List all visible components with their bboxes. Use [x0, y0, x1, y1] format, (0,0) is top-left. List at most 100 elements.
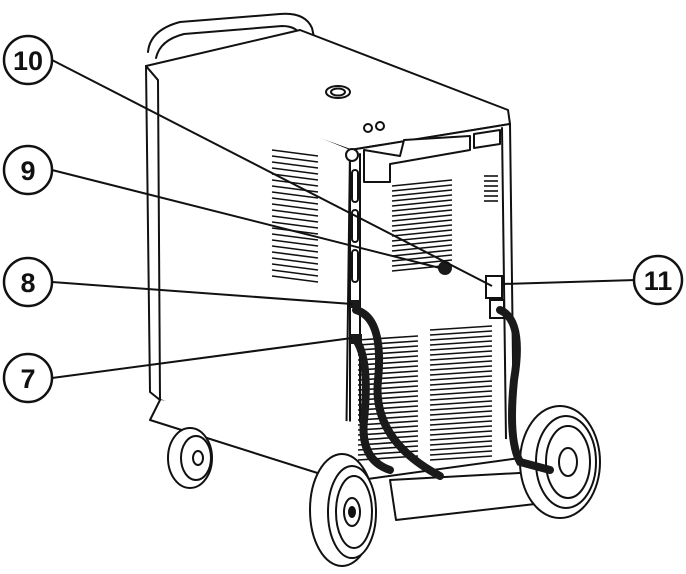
- vent-slat: [391, 244, 453, 252]
- vent-slat: [391, 204, 453, 212]
- vent-slat: [429, 360, 493, 366]
- lower-right-vent: [429, 325, 493, 461]
- leader-10: [51, 59, 493, 287]
- vent-slat: [429, 325, 493, 331]
- callout-11: 11: [632, 254, 684, 306]
- connector-8: [350, 300, 360, 308]
- rear-small-wheel: [167, 427, 213, 489]
- vent-slat: [391, 184, 453, 192]
- connector-9: [438, 261, 452, 275]
- callout-10: 10: [2, 34, 54, 86]
- vent-slat: [429, 335, 493, 341]
- vent-slat: [271, 155, 319, 163]
- vent-slat: [357, 335, 419, 341]
- vent-slat: [271, 275, 319, 283]
- vent-slat: [271, 197, 319, 205]
- top-handle: [147, 12, 317, 53]
- vent-slat: [429, 455, 493, 461]
- vent-slat: [391, 224, 453, 232]
- vent-slat: [271, 191, 319, 199]
- vent-slat: [271, 215, 319, 223]
- vent-slat: [271, 203, 319, 211]
- vent-slat: [271, 209, 319, 217]
- small-vent: [484, 175, 498, 202]
- vent-slat: [429, 420, 493, 426]
- leader-lines: [51, 59, 637, 379]
- leader-11: [501, 279, 637, 285]
- vent-slat: [271, 149, 319, 157]
- vent-slat: [429, 410, 493, 416]
- front-left-wheel: [309, 453, 377, 567]
- vent-slat: [429, 395, 493, 401]
- vent-slat: [357, 350, 419, 356]
- vent-slat: [429, 425, 493, 431]
- wheels: [167, 405, 601, 567]
- panel-slot: [351, 169, 359, 203]
- vent-slat: [271, 221, 319, 229]
- vent-slat: [271, 179, 319, 187]
- vent-slat: [429, 370, 493, 376]
- callout-9: 9: [2, 144, 54, 196]
- vent-slat: [357, 340, 419, 346]
- callouts: 10 9 8 7 11: [2, 34, 684, 404]
- vent-slat: [271, 251, 319, 259]
- vent-slat: [391, 209, 453, 217]
- vent-slat: [271, 233, 319, 241]
- callout-9-label: 9: [20, 156, 35, 186]
- vent-slat: [429, 415, 493, 421]
- hose-11: [496, 306, 554, 474]
- vent-slat: [357, 355, 419, 361]
- vent-slat: [429, 435, 493, 441]
- vent-slat: [391, 189, 453, 197]
- vent-slat: [429, 330, 493, 336]
- vent-grilles: [271, 149, 498, 461]
- vent-slat: [271, 269, 319, 277]
- vent-slat: [271, 161, 319, 169]
- callout-8: 8: [2, 256, 54, 308]
- callout-8-label: 8: [20, 268, 35, 298]
- leader-7: [51, 337, 353, 379]
- vent-slat: [429, 345, 493, 351]
- vent-slat: [271, 263, 319, 271]
- vent-slat: [357, 345, 419, 351]
- front-right-wheel: [519, 405, 601, 519]
- vent-slat: [271, 185, 319, 193]
- vent-slat: [429, 355, 493, 361]
- vent-slat: [391, 239, 453, 247]
- vent-slat: [429, 365, 493, 371]
- vent-slat: [271, 239, 319, 247]
- vent-slat: [391, 199, 453, 207]
- vent-slat: [391, 194, 453, 202]
- vent-slat: [429, 445, 493, 451]
- callout-7: 7: [2, 352, 54, 404]
- vent-slat: [271, 167, 319, 175]
- vent-slat: [429, 430, 493, 436]
- vent-slat: [391, 229, 453, 237]
- vent-slat: [391, 179, 453, 187]
- vent-slat: [429, 340, 493, 346]
- leader-9: [51, 169, 441, 269]
- hoses: [352, 306, 554, 480]
- vent-slat: [429, 350, 493, 356]
- vent-slat: [391, 249, 453, 257]
- connector-11: [485, 275, 503, 299]
- vent-slat: [429, 390, 493, 396]
- vent-slat: [391, 219, 453, 227]
- vent-slat: [429, 385, 493, 391]
- vent-slat: [429, 380, 493, 386]
- hose-8: [352, 306, 444, 480]
- rear-bracket: [363, 135, 471, 183]
- hose-7: [352, 336, 394, 474]
- vent-slat: [271, 257, 319, 265]
- callout-11-label: 11: [644, 266, 673, 296]
- vent-slat: [429, 405, 493, 411]
- leader-8: [51, 281, 353, 305]
- vent-slat: [429, 400, 493, 406]
- vent-slat: [429, 450, 493, 456]
- callout-10-label: 10: [13, 46, 43, 76]
- vent-slat: [391, 214, 453, 222]
- vent-slat: [429, 440, 493, 446]
- vent-slat: [271, 245, 319, 253]
- vent-slat: [271, 173, 319, 181]
